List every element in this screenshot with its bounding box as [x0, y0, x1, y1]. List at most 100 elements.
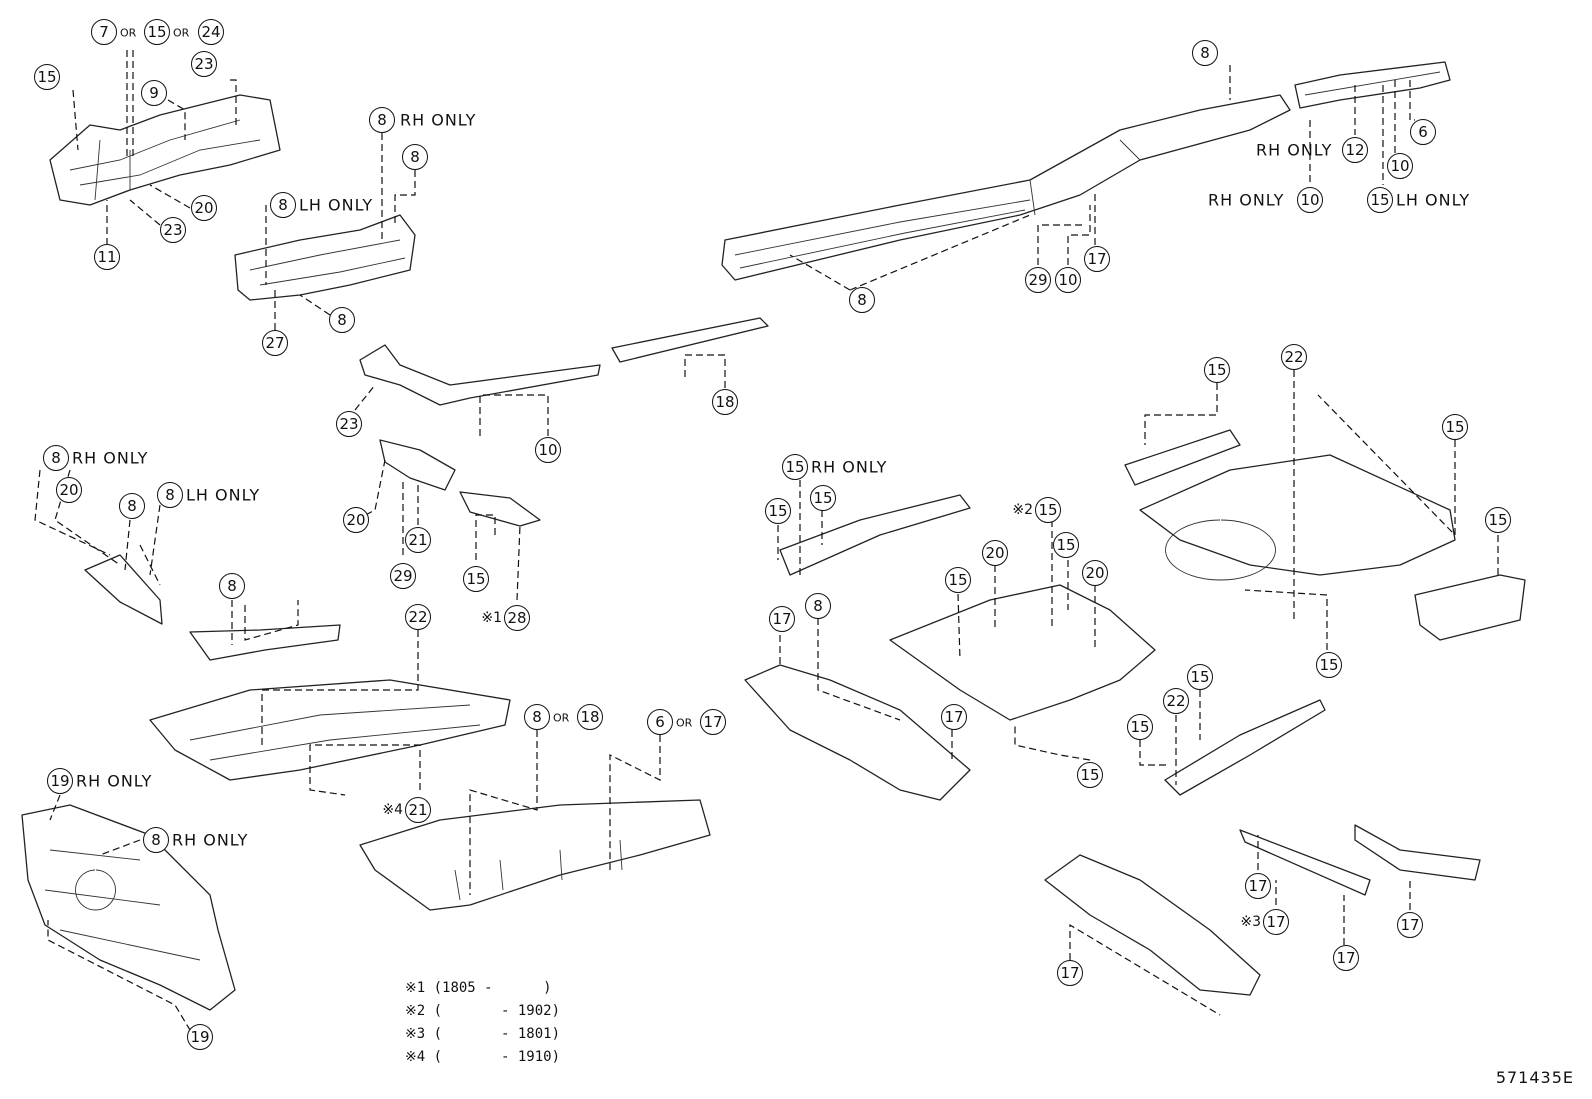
- note-mark-2: ※2: [1012, 502, 1033, 518]
- part-callout-8: 8: [157, 482, 183, 508]
- part-callout-22: 22: [1163, 688, 1189, 714]
- rear-floor-part: [889, 584, 1156, 721]
- part-callout-6: 6: [1410, 119, 1436, 145]
- part-callout-27: 27: [262, 330, 288, 356]
- part-callout-23: 23: [191, 51, 217, 77]
- dash-panel-part: [21, 804, 236, 1011]
- part-callout-15: 15: [765, 498, 791, 524]
- part-callout-23: 23: [160, 217, 186, 243]
- part-callout-15: 15: [1442, 414, 1468, 440]
- part-callout-17: 17: [1397, 912, 1423, 938]
- part-callout-20: 20: [1082, 560, 1108, 586]
- part-callout-8: 8: [402, 144, 428, 170]
- part-callout-15: 15: [782, 454, 808, 480]
- part-callout-10: 10: [535, 437, 561, 463]
- part-callout-8: 8: [329, 307, 355, 333]
- part-callout-17: 17: [941, 704, 967, 730]
- part-callout-18: 18: [577, 704, 603, 730]
- part-callout-8: 8: [849, 287, 875, 313]
- footnote-1: ※1 (1805 - ): [405, 980, 552, 996]
- rh-only-label: RH ONLY: [76, 771, 153, 791]
- front-floor-part: [149, 679, 511, 781]
- quarter-inner-part: [744, 494, 971, 801]
- part-callout-17: 17: [1333, 945, 1359, 971]
- front-apron-part: [49, 94, 281, 206]
- part-callout-15: 15: [1316, 652, 1342, 678]
- rh-only-label: RH ONLY: [72, 448, 149, 468]
- or-label: OR: [173, 26, 190, 40]
- cowl-side-part: [234, 214, 416, 301]
- part-callout-15: 15: [1053, 532, 1079, 558]
- part-callout-15: 15: [1127, 714, 1153, 740]
- part-callout-15: 15: [945, 567, 971, 593]
- rh-only-label: RH ONLY: [1256, 140, 1333, 160]
- part-callout-8: 8: [219, 573, 245, 599]
- part-callout-15: 15: [34, 64, 60, 90]
- note-mark-1: ※1: [481, 610, 502, 626]
- part-callout-8: 8: [43, 445, 69, 471]
- rh-only-label: RH ONLY: [1208, 190, 1285, 210]
- part-callout-17: 17: [1084, 246, 1110, 272]
- part-callout-29: 29: [390, 563, 416, 589]
- note-mark-4: ※4: [382, 802, 403, 818]
- or-label: OR: [676, 716, 693, 730]
- rear-crossmember-parts: [1044, 699, 1481, 996]
- lh-only-label: LH ONLY: [186, 485, 261, 505]
- bracket-parts: [84, 439, 541, 661]
- part-callout-19: 19: [187, 1024, 213, 1050]
- rocker-part: [359, 344, 601, 406]
- part-callout-28: 28: [504, 605, 530, 631]
- part-callout-20: 20: [343, 507, 369, 533]
- part-callout-8: 8: [1192, 40, 1218, 66]
- note-mark-3: ※3: [1240, 914, 1261, 930]
- reference-code: 571435E: [1495, 1068, 1574, 1087]
- part-callout-17: 17: [1263, 909, 1289, 935]
- part-callout-20: 20: [191, 195, 217, 221]
- part-callout-18: 18: [712, 389, 738, 415]
- part-callout-15: 15: [463, 566, 489, 592]
- part-callout-6: 6: [647, 709, 673, 735]
- part-callout-29: 29: [1025, 267, 1051, 293]
- part-callout-23: 23: [336, 411, 362, 437]
- part-callout-11: 11: [94, 244, 120, 270]
- part-callout-10: 10: [1387, 153, 1413, 179]
- part-callout-10: 10: [1055, 267, 1081, 293]
- part-callout-15: 15: [1035, 497, 1061, 523]
- rocker-rear-part: [611, 317, 769, 363]
- rh-only-label: RH ONLY: [172, 830, 249, 850]
- part-callout-21: 21: [405, 527, 431, 553]
- part-callout-12: 12: [1342, 137, 1368, 163]
- footnote-2: ※2 ( - 1902): [405, 1003, 561, 1019]
- part-callout-22: 22: [1281, 344, 1307, 370]
- or-label: OR: [553, 711, 570, 725]
- part-callout-17: 17: [1245, 873, 1271, 899]
- part-callout-20: 20: [56, 477, 82, 503]
- part-callout-20: 20: [982, 540, 1008, 566]
- part-callout-15: 15: [1187, 664, 1213, 690]
- center-floor-part: [359, 799, 711, 911]
- part-callout-8: 8: [143, 827, 169, 853]
- part-callout-24: 24: [198, 19, 224, 45]
- part-callout-9: 9: [141, 80, 167, 106]
- spare-well-part: [1124, 429, 1526, 641]
- footnote-3: ※3 ( - 1801): [405, 1026, 561, 1042]
- part-callout-19: 19: [47, 768, 73, 794]
- lh-only-label: LH ONLY: [1396, 190, 1471, 210]
- part-callout-8: 8: [270, 192, 296, 218]
- part-callout-15: 15: [810, 485, 836, 511]
- lh-only-label: LH ONLY: [299, 195, 374, 215]
- part-callout-8: 8: [524, 704, 550, 730]
- leader-lines: [34, 50, 1499, 1041]
- part-callout-7: 7: [91, 19, 117, 45]
- part-callout-22: 22: [405, 604, 431, 630]
- footnote-4: ※4 ( - 1910): [405, 1049, 561, 1065]
- or-label: OR: [120, 26, 137, 40]
- side-member-part: [721, 94, 1291, 281]
- part-callout-21: 21: [405, 797, 431, 823]
- part-callout-15: 15: [1077, 762, 1103, 788]
- part-callout-15: 15: [1485, 507, 1511, 533]
- part-callout-8: 8: [369, 107, 395, 133]
- part-callout-17: 17: [700, 709, 726, 735]
- part-callout-15: 15: [144, 19, 170, 45]
